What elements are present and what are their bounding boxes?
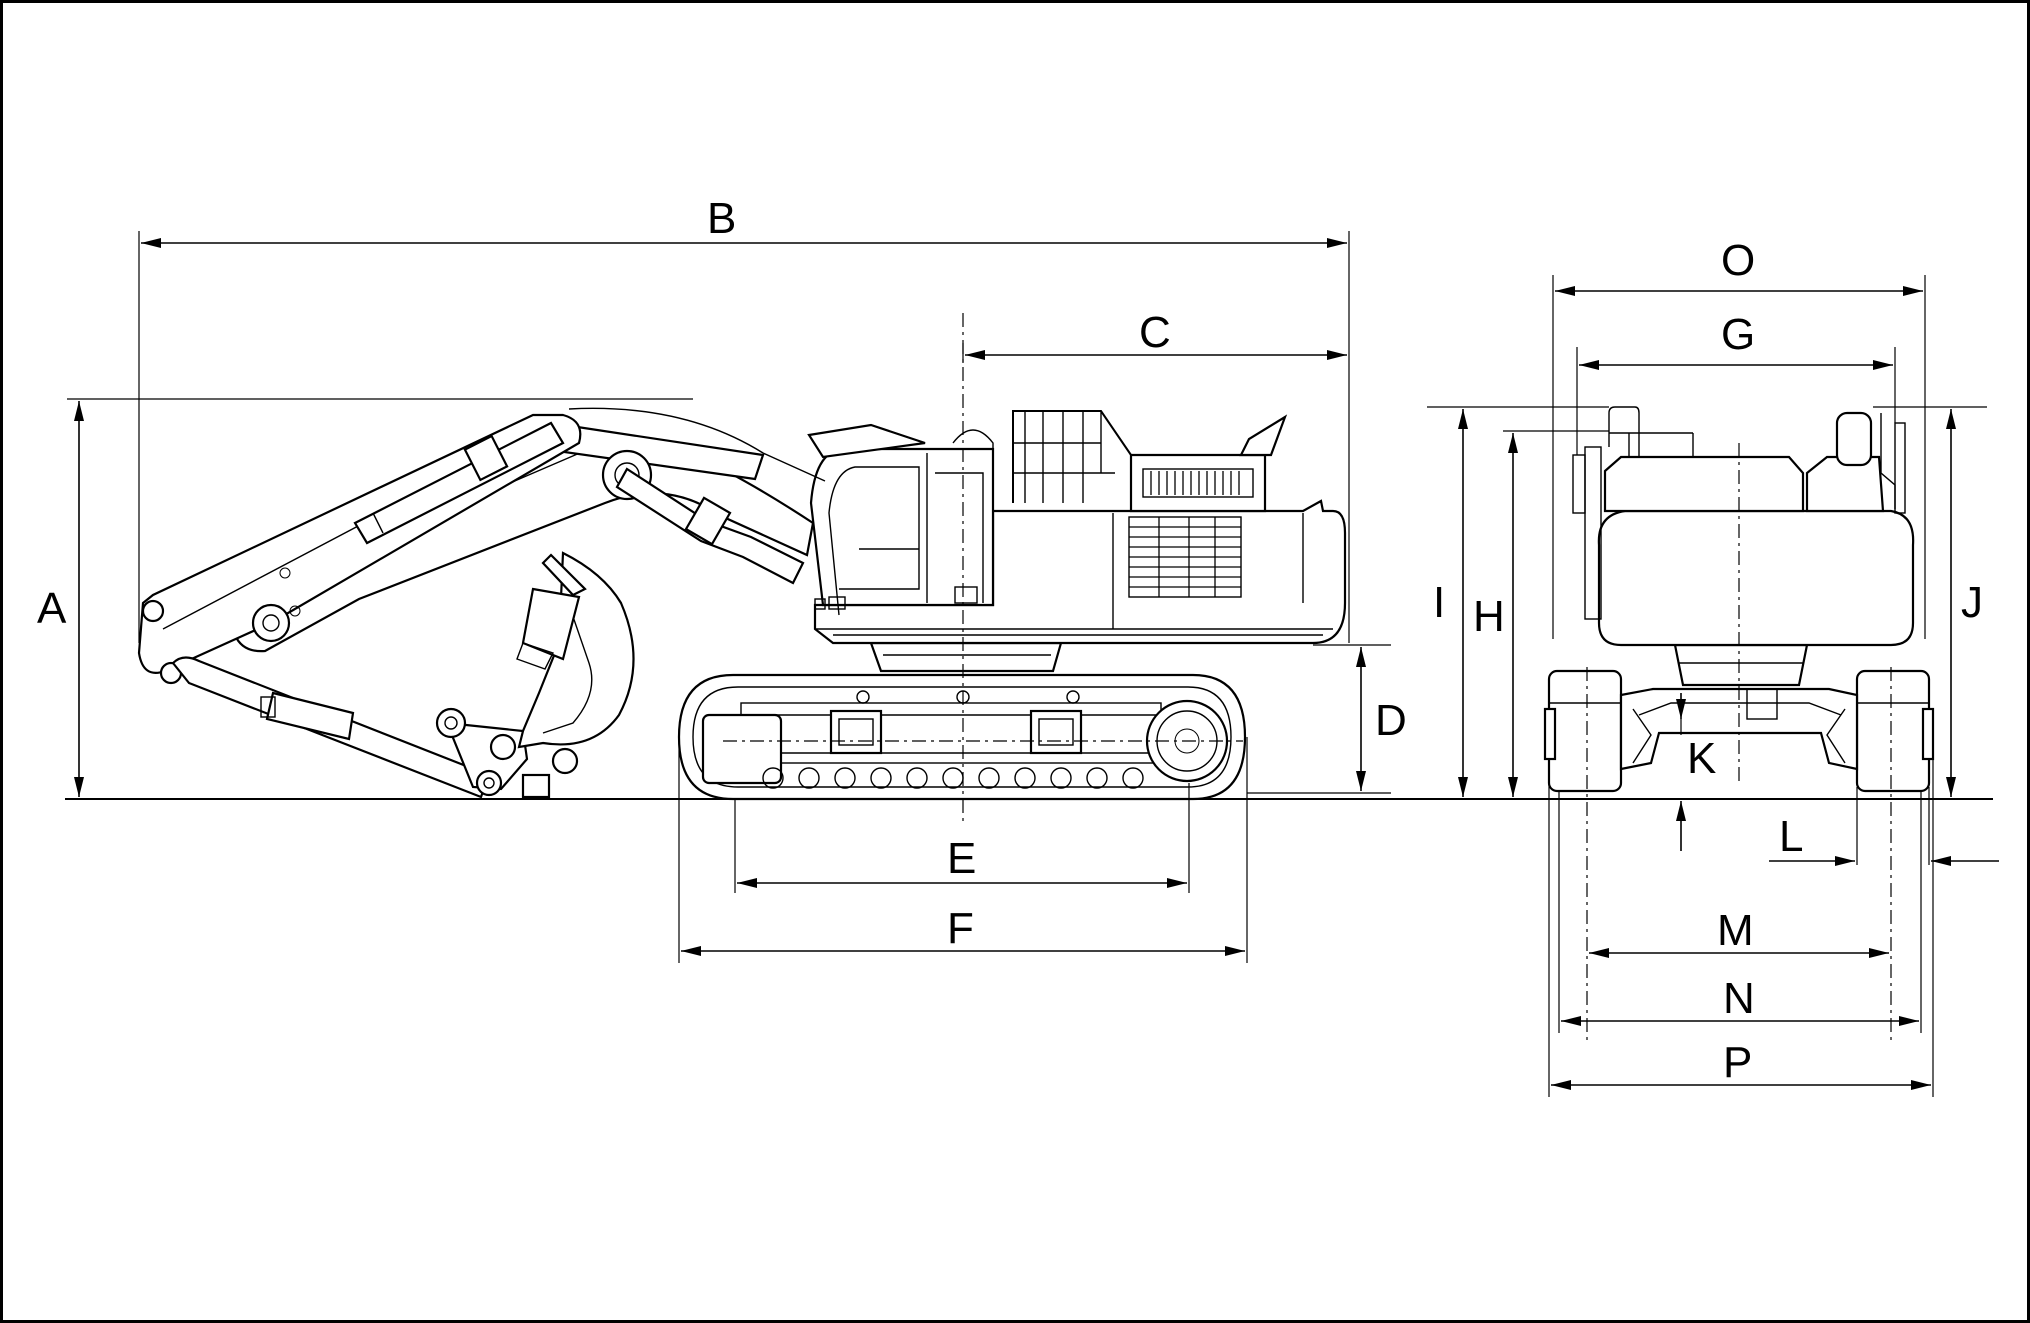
side-boom (231, 407, 826, 653)
label-i: I (1433, 578, 1445, 627)
side-bucket-linkage (171, 656, 579, 799)
label-l: L (1779, 812, 1803, 861)
label-m: M (1717, 906, 1754, 955)
label-c: C (1139, 308, 1171, 357)
front-carbody (1619, 687, 1859, 771)
label-k: K (1687, 734, 1716, 783)
side-track (677, 673, 1247, 801)
side-upper-structure (813, 410, 1347, 645)
label-e: E (947, 834, 976, 883)
side-arm (137, 413, 582, 685)
dimension-labels: A B C D E F O G I H J K L M N P (37, 194, 1983, 1087)
front-track-right (1855, 669, 1935, 793)
side-bucket (516, 551, 635, 749)
label-n: N (1723, 974, 1755, 1023)
label-h: H (1473, 592, 1505, 641)
side-swing-ring (869, 641, 1063, 673)
front-view-excavator (1543, 406, 1935, 1043)
label-j: J (1961, 578, 1983, 627)
excavator-dimension-drawing: A B C D E F O G I H J K L M N P (37, 194, 1999, 1097)
dimension-lines (67, 231, 1999, 1097)
front-swing-ring (1673, 643, 1809, 687)
side-operator-cab (807, 423, 995, 616)
label-g: G (1721, 310, 1755, 359)
label-a: A (37, 584, 67, 633)
side-view-excavator (137, 313, 1347, 823)
label-o: O (1721, 236, 1755, 285)
label-f: F (947, 904, 974, 953)
front-upper-body (1572, 406, 1915, 647)
label-b: B (707, 194, 736, 243)
label-p: P (1723, 1038, 1752, 1087)
front-track-left (1543, 669, 1623, 793)
label-d: D (1375, 696, 1407, 745)
